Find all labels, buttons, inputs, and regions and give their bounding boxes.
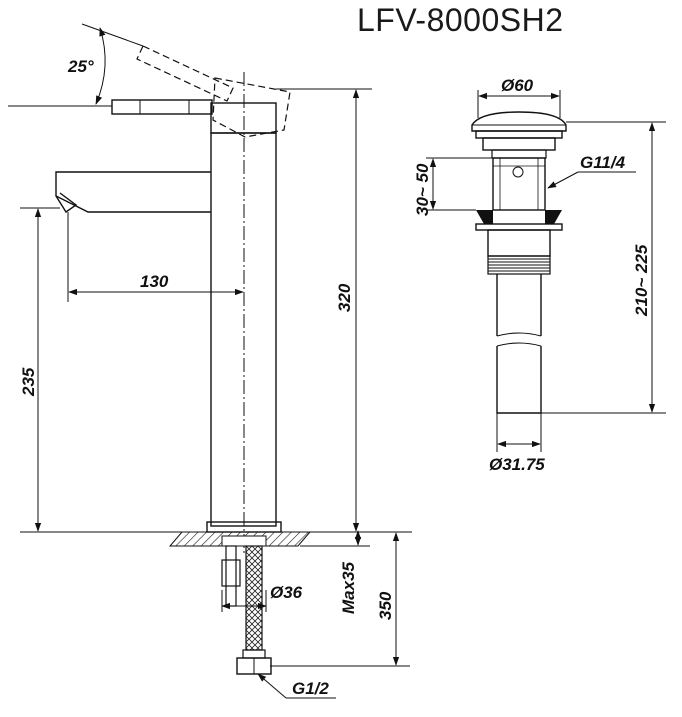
drain-cap [471, 111, 567, 132]
height-label: 320 [335, 283, 354, 312]
faucet-drawing: 25° 130 235 320 Ø36 [8, 23, 412, 699]
model-title: LFV-8000SH2 [357, 2, 564, 38]
mounting-stud [225, 545, 237, 607]
faucet-cap [210, 102, 277, 134]
drain-thread-label: G11/4 [580, 153, 626, 172]
drain-body [492, 157, 546, 211]
drain-length-label: 210~ 225 [632, 244, 651, 317]
adjust-range-label: 30~ 50 [413, 163, 432, 216]
inlet-thread-label: G1/2 [292, 679, 329, 698]
angle-label: 25° [67, 57, 94, 76]
braided-hose [245, 545, 263, 651]
drain-drawing: Ø60 30~ 50 G11/4 210~ 225 Ø31.75 [413, 76, 666, 474]
pipe-diameter-label: Ø31.75 [489, 455, 545, 474]
reach-label: 130 [140, 272, 169, 291]
faucet-handle-raised [136, 45, 291, 138]
hole-diameter-label: Ø36 [270, 583, 303, 602]
faucet-handle [111, 99, 213, 115]
spout-height-label: 235 [19, 367, 38, 397]
faucet-spout [55, 171, 211, 213]
cap-diameter-label: Ø60 [501, 76, 534, 95]
hose-length-label: 350 [376, 591, 395, 620]
mounting-nut [221, 559, 241, 587]
max-deck-label: Max35 [339, 561, 358, 614]
drain-locknut [476, 210, 493, 224]
drain-tailpipe [496, 274, 542, 414]
